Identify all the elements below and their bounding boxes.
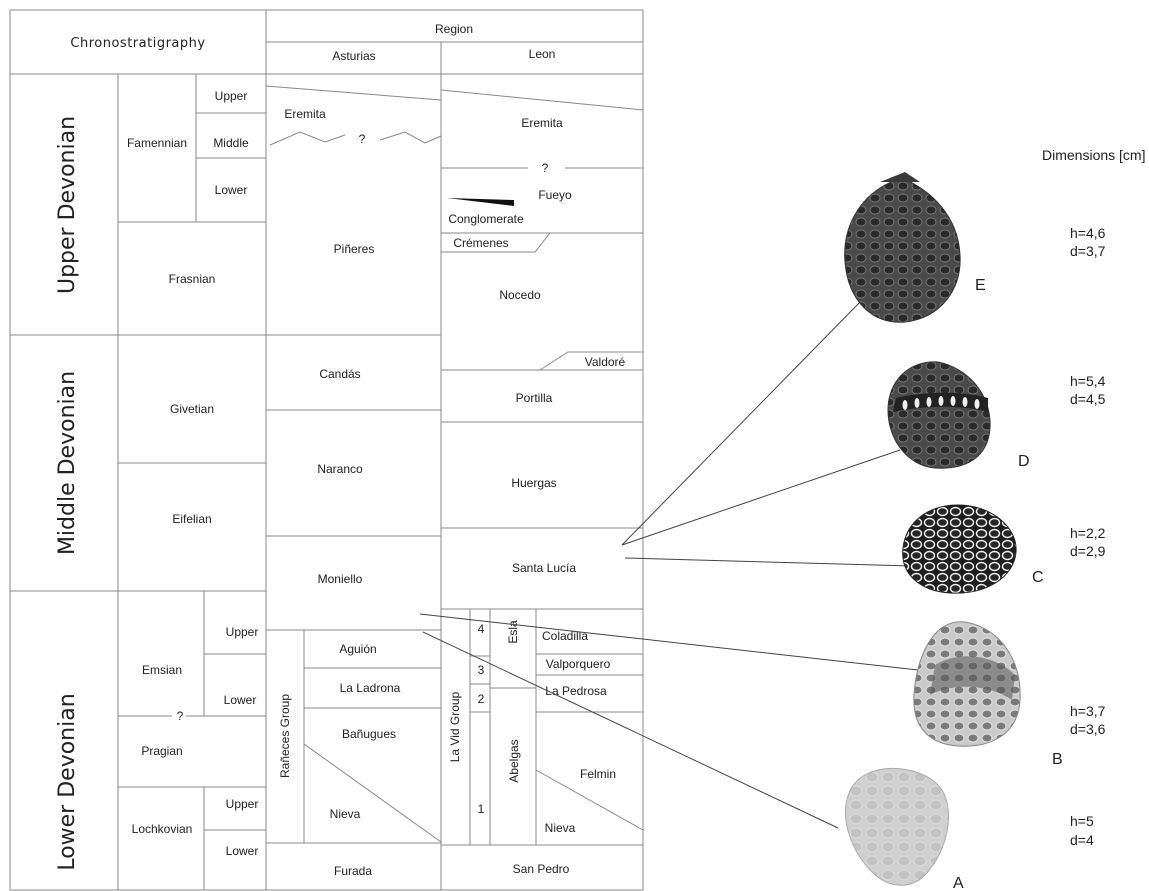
asturias-aguion: Aguión [339, 642, 376, 656]
specimen-d-label: D [1018, 453, 1030, 470]
specimen-b-image [913, 621, 1021, 747]
specimen-e-diameter: d=3,7 [1070, 243, 1106, 259]
leon-question: ? [542, 161, 549, 175]
specimen-a-height: h=5 [1070, 813, 1094, 829]
leon-huergas: Huergas [511, 476, 556, 490]
asturias-nieva: Nieva [330, 807, 361, 821]
specimen-a-image [845, 767, 949, 886]
specimen-b-height: h=3,7 [1070, 703, 1106, 719]
specimen-e-label: E [975, 277, 986, 294]
leon-eremita: Eremita [521, 116, 563, 130]
specimen-b-diameter: d=3,6 [1070, 721, 1106, 737]
leon-header: Leon [529, 47, 556, 61]
asturias-eremita: Eremita [284, 107, 326, 121]
leon-nieva: Nieva [545, 821, 576, 835]
asturias-banugues: Bañugues [342, 727, 396, 741]
region-header: Region [435, 22, 473, 36]
substage-lochkovian-lower: Lower [226, 844, 259, 858]
asturias-question: ? [359, 132, 366, 146]
leon-num-4: 4 [478, 622, 485, 636]
leon-cremenes: Crémenes [453, 236, 508, 250]
connector-lines [419, 299, 919, 829]
specimen-d-image [887, 361, 991, 469]
specimen-d-diameter: d=4,5 [1070, 391, 1106, 407]
dimensions-title: Dimensions [cm] [1042, 147, 1145, 163]
substage-emsian-lower: Lower [224, 693, 257, 707]
stage-frasnian: Frasnian [169, 272, 216, 286]
leon-coladilla: Coladilla [542, 629, 588, 643]
leon-san-pedro: San Pedro [513, 862, 570, 876]
leon-la-vid-group: La Vid Group [448, 691, 462, 762]
asturias-pineres: Piñeres [334, 242, 375, 256]
leon-portilla: Portilla [516, 391, 553, 405]
stage-givetian: Givetian [170, 402, 214, 416]
specimen-a-diameter: d=4 [1070, 832, 1094, 848]
stage-pragian: Pragian [141, 744, 182, 758]
asturias-naranco: Naranco [317, 462, 363, 476]
asturias-candas: Candás [319, 367, 360, 381]
specimen-d-height: h=5,4 [1070, 373, 1106, 389]
substage-lochkovian-upper: Upper [226, 797, 259, 811]
conglomerate-wedge [447, 198, 514, 206]
stage-famennian: Famennian [127, 136, 187, 150]
specimen-b-label: B [1052, 751, 1063, 768]
specimen-c-label: C [1032, 569, 1044, 586]
series-upper-devonian: Upper Devonian [55, 116, 80, 294]
specimen-e-height: h=4,6 [1070, 225, 1106, 241]
leon-santa-lucia: Santa Lucía [512, 561, 576, 575]
leon-conglomerate: Conglomerate [448, 212, 524, 226]
stage-emsian: Emsian [142, 663, 182, 677]
substage-famennian-upper: Upper [215, 89, 248, 103]
leon-valdore: Valdoré [585, 355, 626, 369]
table-grid [9, 9, 644, 891]
specimen-c-image [902, 504, 1017, 594]
asturias-la-ladrona: La Ladrona [340, 681, 401, 695]
stage-lochkovian: Lochkovian [132, 822, 193, 836]
leon-felmin: Felmin [580, 767, 616, 781]
leon-fueyo: Fueyo [538, 188, 572, 202]
asturias-furada: Furada [334, 864, 372, 878]
leon-la-pedrosa: La Pedrosa [545, 684, 607, 698]
specimen-c-height: h=2,2 [1070, 525, 1106, 541]
pragian-question: ? [177, 709, 184, 723]
leon-nocedo: Nocedo [499, 288, 541, 302]
series-lower-devonian: Lower Devonian [55, 693, 80, 870]
chronostratigraphy-header: Chronostratigraphy [70, 36, 205, 51]
asturias-ranees-group: Rañeces Group [278, 694, 292, 778]
substage-famennian-middle: Middle [213, 136, 249, 150]
leon-num-1: 1 [478, 802, 485, 816]
leon-esla: Esla [506, 620, 520, 644]
leon-abelgas: Abelgas [507, 739, 521, 782]
asturias-moniello: Moniello [318, 572, 363, 586]
specimen-a-label: A [953, 875, 964, 891]
series-middle-devonian: Middle Devonian [55, 371, 80, 555]
leon-valporquero: Valporquero [546, 657, 611, 671]
specimen-e-image [844, 172, 961, 323]
substage-emsian-upper: Upper [226, 625, 259, 639]
specimen-c-diameter: d=2,9 [1070, 543, 1106, 559]
leon-num-2: 2 [478, 692, 485, 706]
table-frame [9, 9, 644, 891]
substage-famennian-lower: Lower [215, 183, 248, 197]
leon-num-3: 3 [478, 663, 485, 677]
stage-eifelian: Eifelian [172, 512, 211, 526]
asturias-header: Asturias [332, 49, 375, 63]
